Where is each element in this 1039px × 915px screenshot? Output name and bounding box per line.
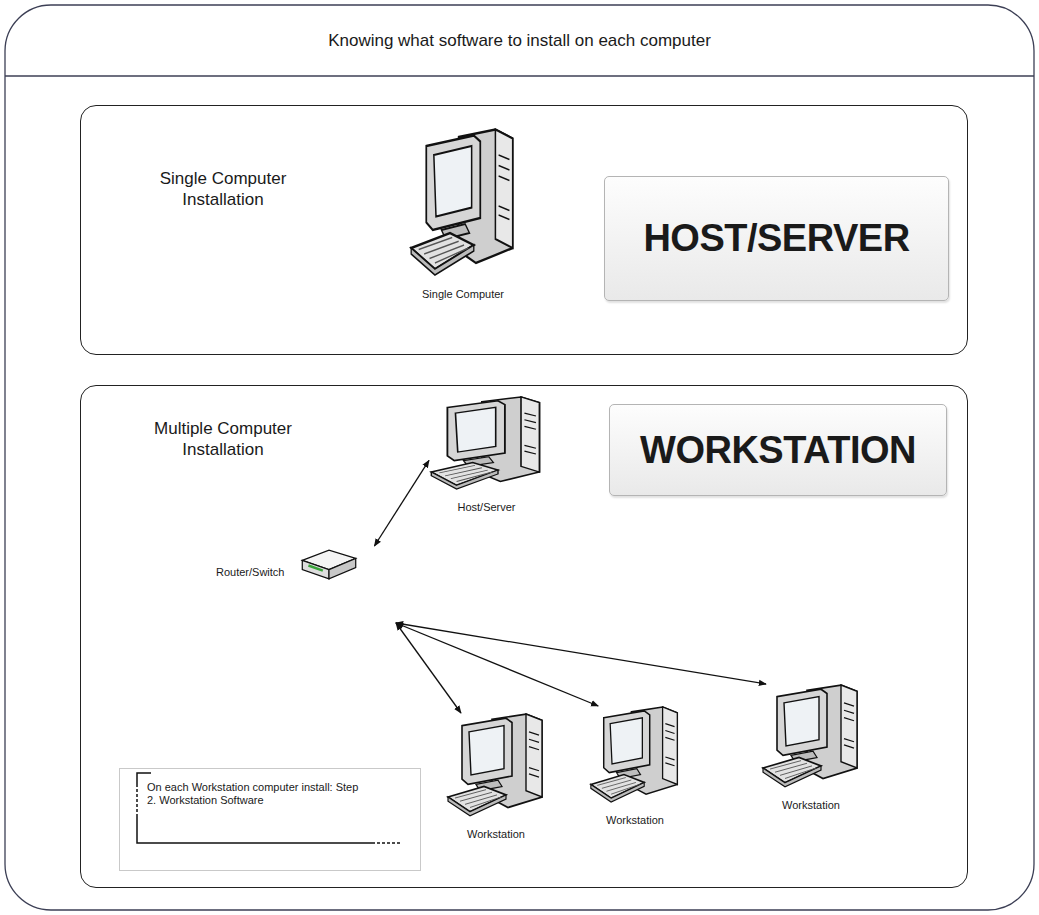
button-label: WORKSTATION xyxy=(640,429,916,472)
panel-heading: Single Computer Installation xyxy=(143,168,303,210)
computer-icon xyxy=(446,713,546,818)
title-rule xyxy=(5,75,1034,76)
computer-icon xyxy=(409,128,517,278)
diagram-title: Knowing what software to install on each… xyxy=(328,31,711,51)
panel-heading: Multiple Computer Installation xyxy=(143,418,303,460)
computer-node: Workstation xyxy=(446,713,546,840)
network-link xyxy=(396,623,598,706)
router-icon xyxy=(298,546,360,583)
note-text: On each Workstation computer install: St… xyxy=(147,781,362,807)
button-label: HOST/SERVER xyxy=(643,217,909,260)
node-label: Workstation xyxy=(782,799,840,811)
computer-icon xyxy=(589,706,681,804)
computer-icon xyxy=(761,684,861,789)
role-button: WORKSTATION xyxy=(609,404,947,496)
install-panel: Single Computer InstallationSingle Compu… xyxy=(80,105,968,355)
network-link xyxy=(374,460,429,546)
node-label: Workstation xyxy=(467,828,525,840)
computer-node: Host/Server xyxy=(429,396,544,513)
note-bracket xyxy=(137,773,400,843)
node-label: Router/Switch xyxy=(216,566,284,578)
outer-frame xyxy=(5,5,1034,910)
computer-node: Workstation xyxy=(761,684,861,811)
computer-node: Single Computer xyxy=(409,128,517,300)
computer-icon xyxy=(429,396,544,491)
node-label: Workstation xyxy=(606,814,664,826)
install-panel: Multiple Computer InstallationHost/Serve… xyxy=(80,385,968,888)
note-box: On each Workstation computer install: St… xyxy=(119,768,421,871)
router-node: Router/Switch xyxy=(216,546,396,623)
role-button: HOST/SERVER xyxy=(604,176,949,301)
computer-node: Workstation xyxy=(589,706,681,826)
title-band: Knowing what software to install on each… xyxy=(0,31,1039,51)
node-label: Host/Server xyxy=(457,501,515,513)
node-label: Single Computer xyxy=(422,288,504,300)
network-link xyxy=(396,623,766,684)
